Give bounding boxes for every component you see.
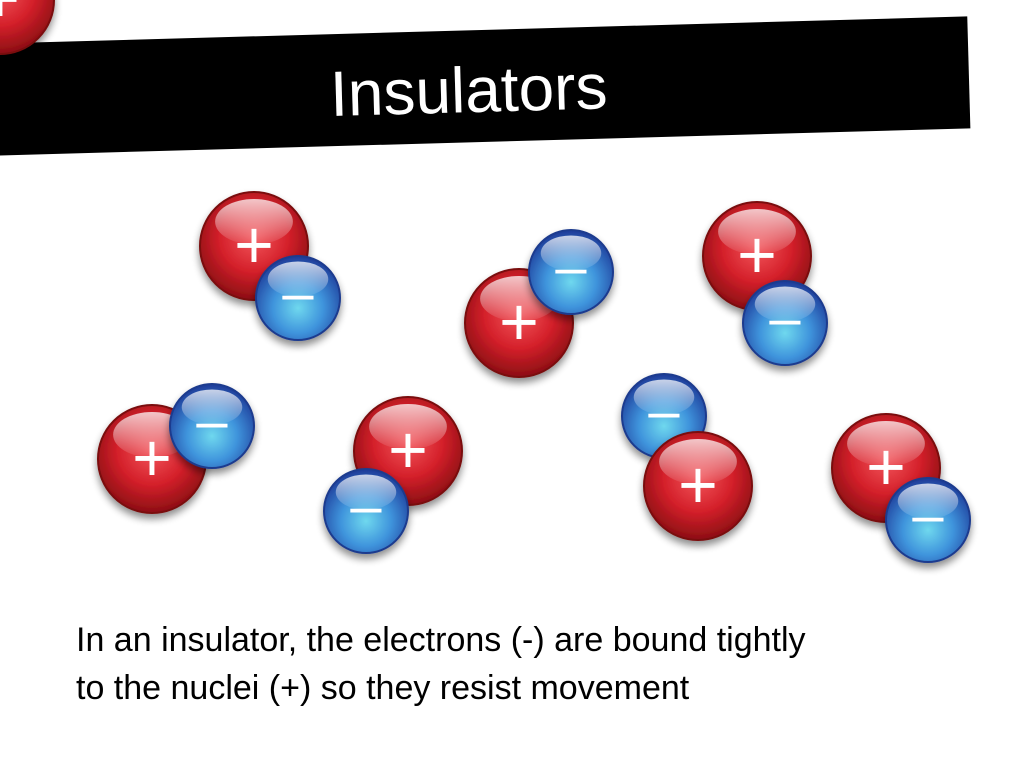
nucleus-1: +: [199, 191, 309, 301]
electron-7: –: [885, 477, 971, 563]
plus-sign: +: [737, 217, 777, 293]
electron-4: –: [169, 383, 255, 469]
charge-pair-2: +–: [464, 229, 614, 378]
charge-pair-7: +–: [831, 413, 971, 563]
caption-line-1: In an insulator, the electrons (-) are b…: [76, 621, 806, 659]
plus-sign: +: [0, 0, 20, 37]
electron-1: –: [255, 255, 341, 341]
minus-sign: –: [196, 389, 228, 452]
plus-sign: +: [499, 284, 539, 360]
electron-2: –: [528, 229, 614, 315]
plus-sign: +: [388, 412, 428, 488]
charge-pair-5: +–: [323, 396, 463, 554]
charge-pair-6: –+: [621, 373, 753, 541]
nucleus-6: +: [643, 431, 753, 541]
charge-pair-3: +–: [702, 201, 828, 366]
minus-sign: –: [912, 483, 944, 546]
charge-pair-8: –+: [0, 0, 55, 55]
electron-5: –: [323, 468, 409, 554]
plus-sign: +: [678, 447, 718, 523]
caption: In an insulator, the electrons (-) are b…: [76, 616, 976, 712]
minus-sign: –: [769, 286, 801, 349]
minus-sign: –: [282, 261, 314, 324]
electron-3: –: [742, 280, 828, 366]
minus-sign: –: [555, 235, 587, 298]
plus-sign: +: [132, 420, 172, 496]
minus-sign: –: [350, 474, 382, 537]
caption-line-2: to the nuclei (+) so they resist movemen…: [76, 669, 690, 707]
charge-pair-4: +–: [97, 383, 255, 514]
nucleus-8: +: [0, 0, 55, 55]
minus-sign: –: [648, 379, 680, 442]
charge-pair-1: +–: [199, 191, 341, 341]
